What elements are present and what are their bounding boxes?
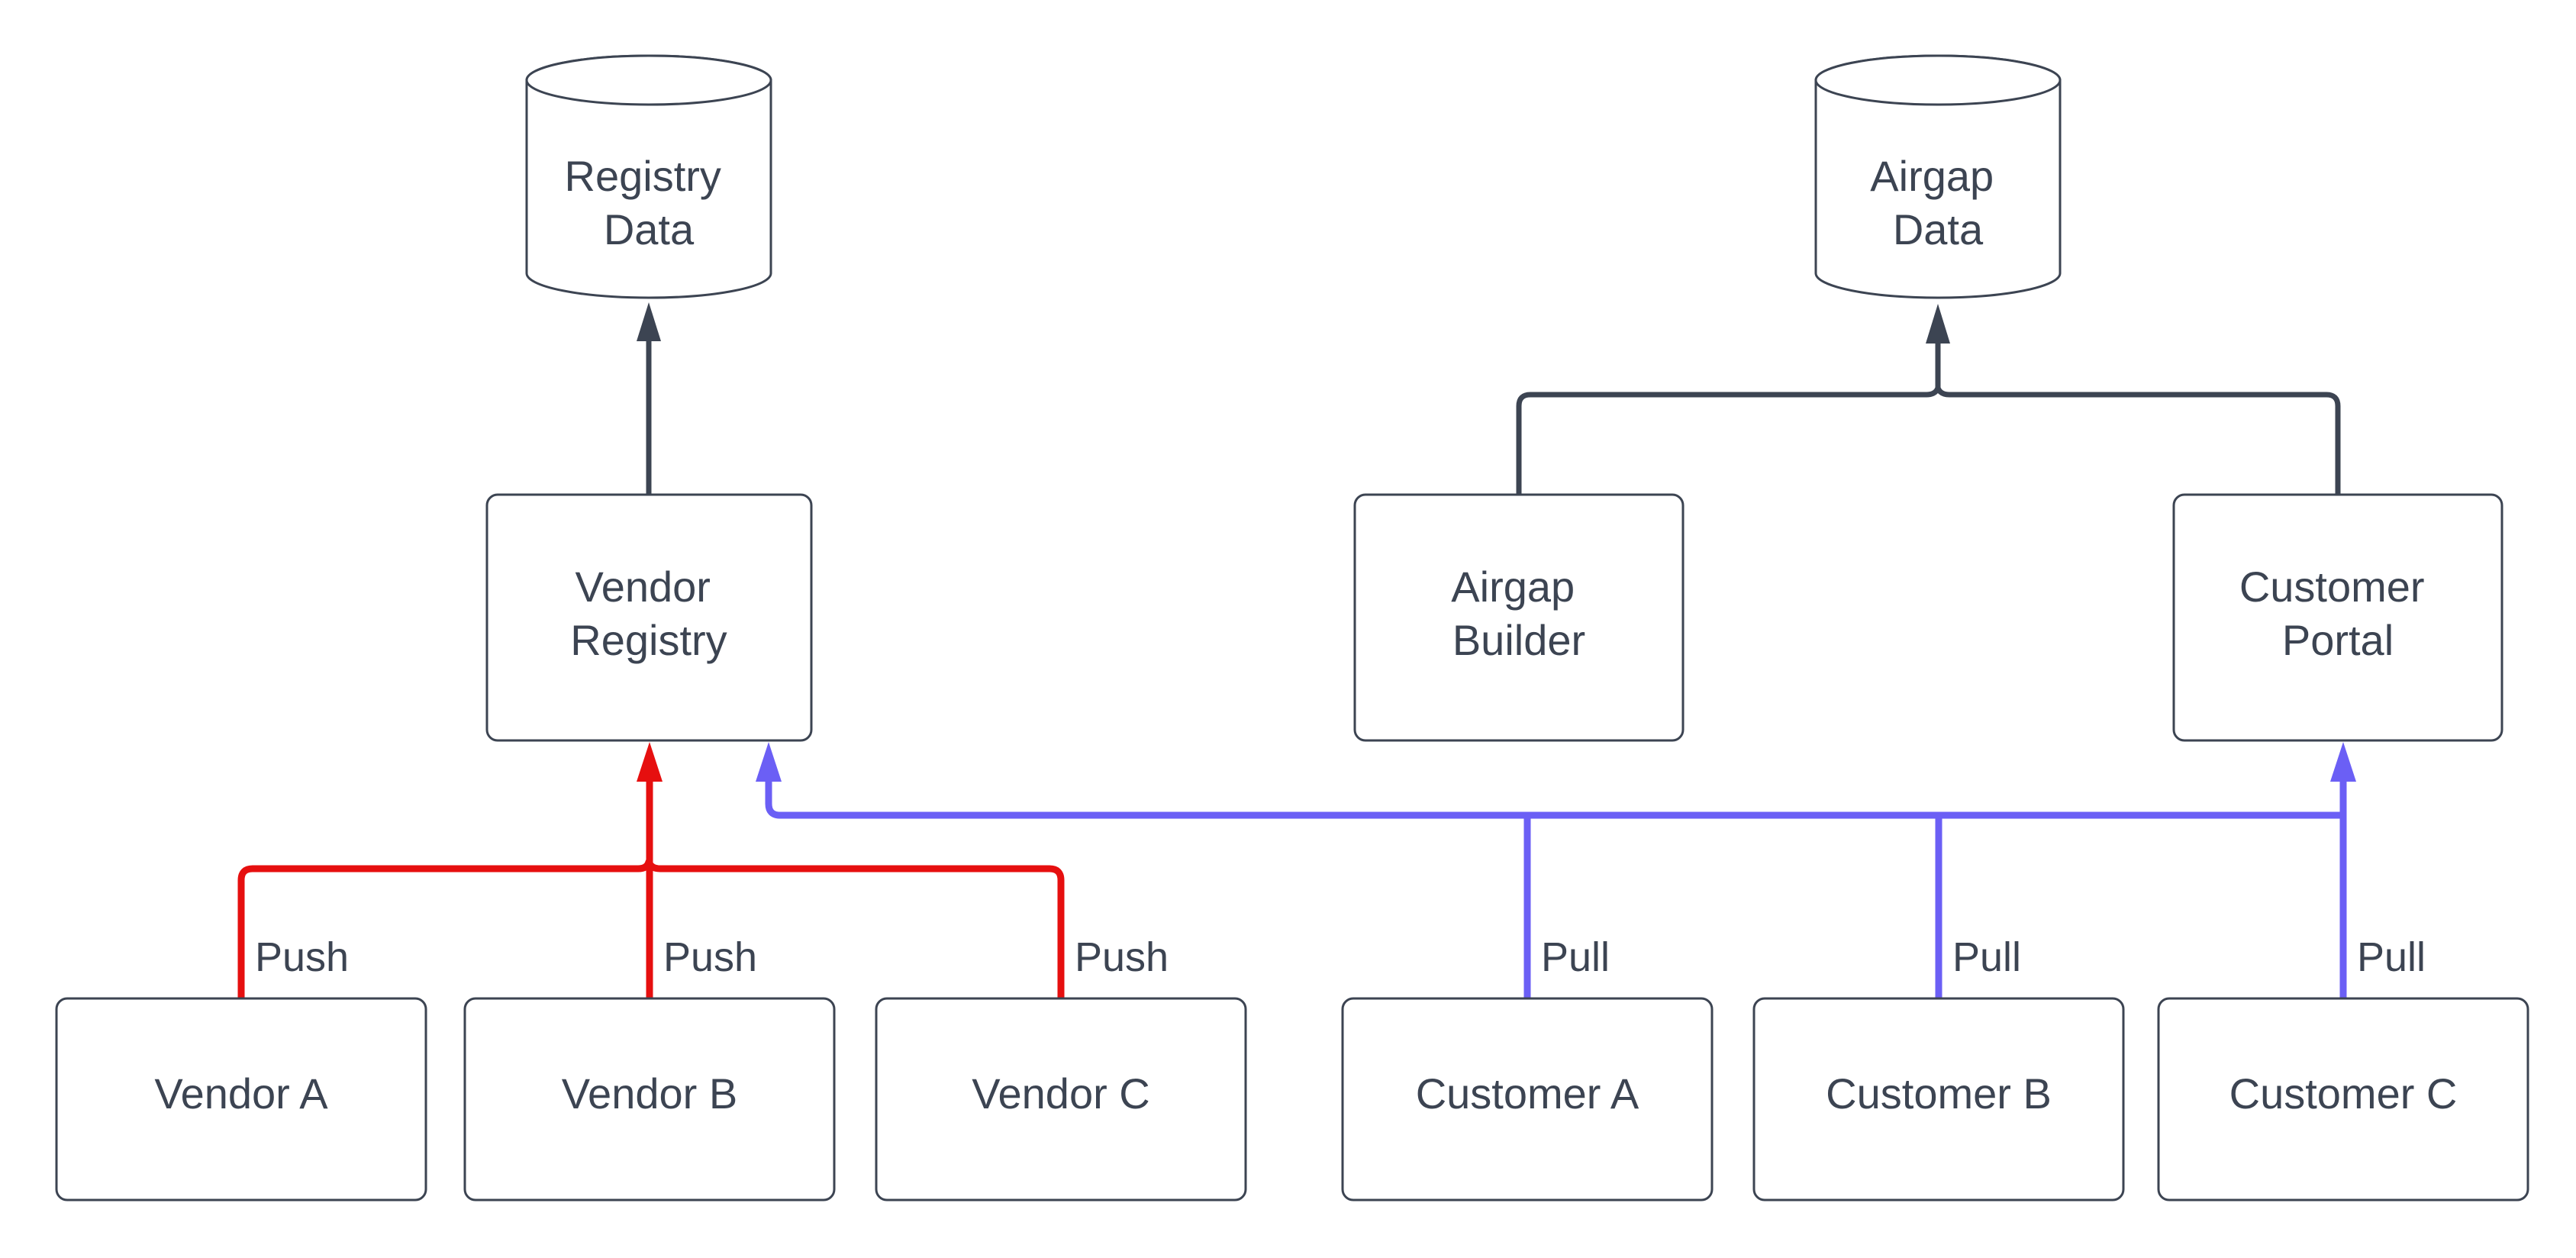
arrowhead-pull-into-vendor-registry — [756, 742, 782, 782]
push-label-vendor-a: Push — [255, 934, 349, 980]
vendor-registry-box — [485, 493, 813, 742]
customer-portal-label: Customer Portal — [2239, 563, 2436, 664]
node-customer-a: Customer A — [1341, 997, 1714, 1202]
vendor-registry-label: Vendor Registry — [570, 563, 727, 664]
customer-portal-box — [2172, 493, 2503, 742]
node-airgap-data: Airgap Data — [1814, 54, 2062, 299]
node-customer-c: Customer C — [2157, 997, 2529, 1202]
node-vendor-registry: Vendor Registry — [485, 493, 813, 742]
push-label-vendor-b: Push — [663, 934, 757, 980]
node-registry-data: Registry Data — [525, 54, 772, 299]
airgap-builder-label: Airgap Builder — [1451, 563, 1586, 664]
customer-c-box — [2157, 997, 2529, 1202]
edge-builder-and-portal-merge — [1516, 385, 2341, 495]
arrowhead-into-registry-data — [637, 302, 661, 341]
customer-b-label: Customer B — [1826, 1069, 2052, 1118]
vendor-c-box — [875, 997, 1247, 1202]
customer-a-box — [1341, 997, 1714, 1202]
node-customer-portal: Customer Portal — [2172, 493, 2503, 742]
airgap-data-label: Airgap Data — [1870, 152, 2005, 253]
airgap-builder-box — [1353, 493, 1685, 742]
customer-a-label: Customer A — [1416, 1069, 1639, 1118]
arrowhead-pull-into-customer-portal — [2330, 742, 2356, 782]
node-airgap-builder: Airgap Builder — [1353, 493, 1685, 742]
customer-c-label: Customer C — [2229, 1069, 2458, 1118]
registry-data-label: Registry Data — [565, 152, 733, 253]
database-cylinder-top — [525, 54, 772, 106]
node-vendor-c: Vendor C — [875, 997, 1247, 1202]
vendor-a-label: Vendor A — [154, 1069, 328, 1118]
node-vendor-b: Vendor B — [463, 997, 836, 1202]
push-label-vendor-c: Push — [1075, 934, 1169, 980]
pull-label-customer-a: Pull — [1541, 934, 1610, 980]
arrowhead-push-into-vendor-registry — [637, 742, 663, 782]
vendor-c-label: Vendor C — [972, 1069, 1150, 1118]
edge-pull-trunk — [765, 780, 2343, 819]
vendor-b-label: Vendor B — [562, 1069, 737, 1118]
pull-label-customer-b: Pull — [1952, 934, 2021, 980]
node-customer-b: Customer B — [1752, 997, 2125, 1202]
edges-layer: Push Push Push Pull Pull Pull — [237, 302, 2426, 998]
database-cylinder-top — [1814, 54, 2062, 106]
arrowhead-into-airgap-data — [1926, 304, 1950, 344]
vendor-a-box — [55, 997, 427, 1202]
customer-b-box — [1752, 997, 2125, 1202]
node-vendor-a: Vendor A — [55, 997, 427, 1202]
pull-label-customer-c: Pull — [2357, 934, 2426, 980]
vendor-b-box — [463, 997, 836, 1202]
